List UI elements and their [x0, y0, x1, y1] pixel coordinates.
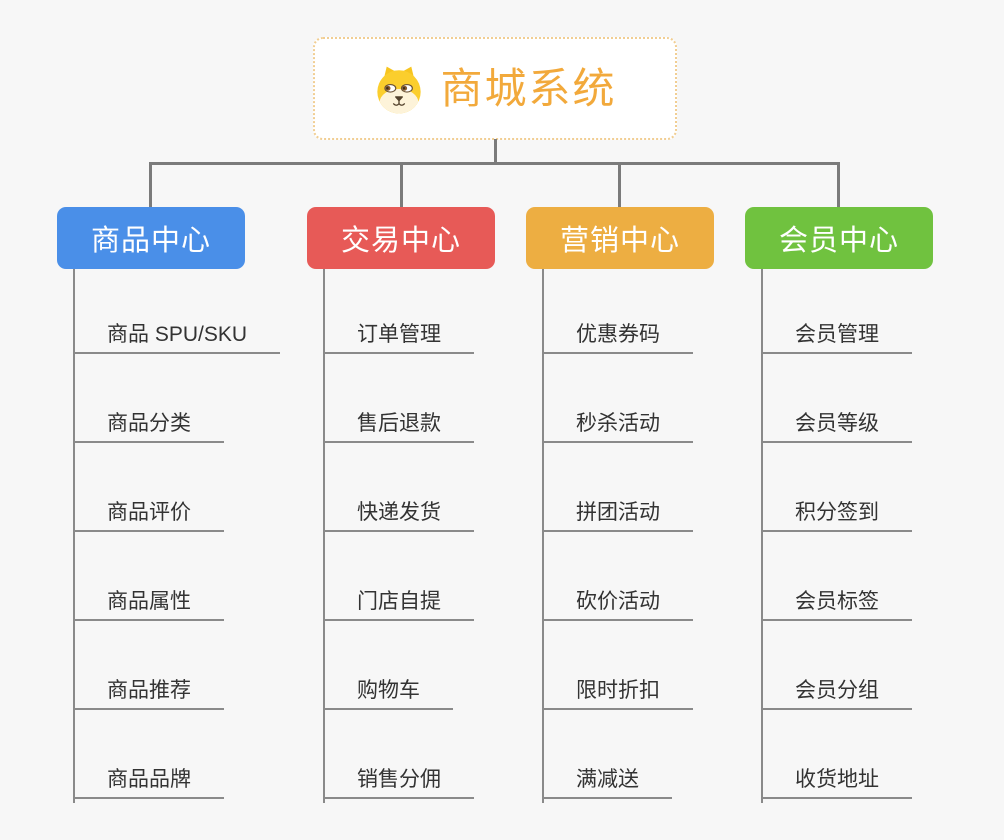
subtopic-label: 快递发货: [357, 501, 441, 524]
dog-face-icon: [373, 63, 425, 115]
branch-header-marketing[interactable]: 营销中心: [526, 207, 714, 269]
branch-marketing-center: 营销中心 优惠券码 秒杀活动 拼团活动 砍价活动 限时折扣 满减送: [526, 207, 786, 803]
branch-member-center: 会员中心 会员管理 会员等级 积分签到 会员标签 会员分组 收货地址: [745, 207, 1004, 803]
subtopic-label: 砍价活动: [576, 590, 660, 613]
subtopic-label: 购物车: [357, 679, 420, 702]
connector-drop: [149, 162, 152, 207]
subtopic-label: 积分签到: [795, 501, 879, 524]
subtopic-item[interactable]: 订单管理: [323, 269, 474, 354]
subtopic-item[interactable]: 销售分佣: [323, 710, 474, 799]
subtopic-item[interactable]: 商品属性: [73, 532, 224, 621]
branch-trunk-line: [323, 269, 325, 803]
connector-drop: [837, 162, 840, 207]
subtopic-label: 会员等级: [795, 412, 879, 435]
subtopic-label: 优惠券码: [576, 323, 660, 346]
subtopic-item[interactable]: 门店自提: [323, 532, 474, 621]
root-node[interactable]: 商城系统: [313, 37, 677, 140]
subtopic-label: 收货地址: [795, 768, 879, 791]
subtopic-item[interactable]: 商品 SPU/SKU: [73, 269, 281, 354]
subtopic-item[interactable]: 商品评价: [73, 443, 224, 532]
connector-bus: [150, 162, 840, 165]
subtopic-item[interactable]: 秒杀活动: [542, 354, 693, 443]
subtopic-item[interactable]: 售后退款: [323, 354, 474, 443]
subtopic-item[interactable]: 会员标签: [761, 532, 912, 621]
subtopic-label: 商品品牌: [107, 768, 191, 791]
subtopic-item[interactable]: 会员分组: [761, 621, 912, 710]
subtopic-list: 会员管理 会员等级 积分签到 会员标签 会员分组 收货地址: [761, 269, 912, 799]
connector-drop: [618, 162, 621, 207]
subtopic-list: 优惠券码 秒杀活动 拼团活动 砍价活动 限时折扣 满减送: [542, 269, 693, 799]
branch-header-trade[interactable]: 交易中心: [307, 207, 495, 269]
subtopic-item[interactable]: 积分签到: [761, 443, 912, 532]
subtopic-label: 商品推荐: [107, 679, 191, 702]
subtopic-list: 商品 SPU/SKU 商品分类 商品评价 商品属性 商品推荐 商品品牌: [73, 269, 281, 799]
subtopic-item[interactable]: 快递发货: [323, 443, 474, 532]
branch-trunk-line: [73, 269, 75, 803]
subtopic-list: 订单管理 售后退款 快递发货 门店自提 购物车 销售分佣: [323, 269, 474, 799]
branch-product-center: 商品中心 商品 SPU/SKU 商品分类 商品评价 商品属性 商品推荐 商品品牌: [57, 207, 317, 803]
subtopic-label: 拼团活动: [576, 501, 660, 524]
subtopic-item[interactable]: 会员管理: [761, 269, 912, 354]
connector-drop: [400, 162, 403, 207]
subtopic-item[interactable]: 会员等级: [761, 354, 912, 443]
subtopic-item[interactable]: 收货地址: [761, 710, 912, 799]
subtopic-label: 会员分组: [795, 679, 879, 702]
subtopic-item[interactable]: 拼团活动: [542, 443, 693, 532]
subtopic-label: 门店自提: [357, 590, 441, 613]
subtopic-label: 销售分佣: [357, 768, 441, 791]
branch-header-product[interactable]: 商品中心: [57, 207, 245, 269]
branch-trade-center: 交易中心 订单管理 售后退款 快递发货 门店自提 购物车 销售分佣: [307, 207, 567, 803]
subtopic-item[interactable]: 限时折扣: [542, 621, 693, 710]
subtopic-label: 会员管理: [795, 323, 879, 346]
connector-root-stub: [494, 139, 497, 165]
subtopic-label: 限时折扣: [576, 679, 660, 702]
subtopic-label: 商品分类: [107, 412, 191, 435]
subtopic-label: 会员标签: [795, 590, 879, 613]
subtopic-item[interactable]: 商品分类: [73, 354, 224, 443]
subtopic-label: 订单管理: [357, 323, 441, 346]
subtopic-item[interactable]: 优惠券码: [542, 269, 693, 354]
subtopic-item[interactable]: 满减送: [542, 710, 672, 799]
subtopic-label: 商品 SPU/SKU: [107, 323, 248, 346]
subtopic-label: 满减送: [576, 768, 639, 791]
subtopic-item[interactable]: 商品品牌: [73, 710, 224, 799]
subtopic-item[interactable]: 购物车: [323, 621, 453, 710]
subtopic-label: 商品评价: [107, 501, 191, 524]
subtopic-item[interactable]: 砍价活动: [542, 532, 693, 621]
branch-header-member[interactable]: 会员中心: [745, 207, 933, 269]
root-title: 商城系统: [440, 64, 617, 112]
subtopic-label: 商品属性: [107, 590, 191, 613]
subtopic-label: 秒杀活动: [576, 412, 660, 435]
branch-trunk-line: [761, 269, 763, 803]
branch-trunk-line: [542, 269, 544, 803]
subtopic-item[interactable]: 商品推荐: [73, 621, 224, 710]
subtopic-label: 售后退款: [357, 412, 441, 435]
